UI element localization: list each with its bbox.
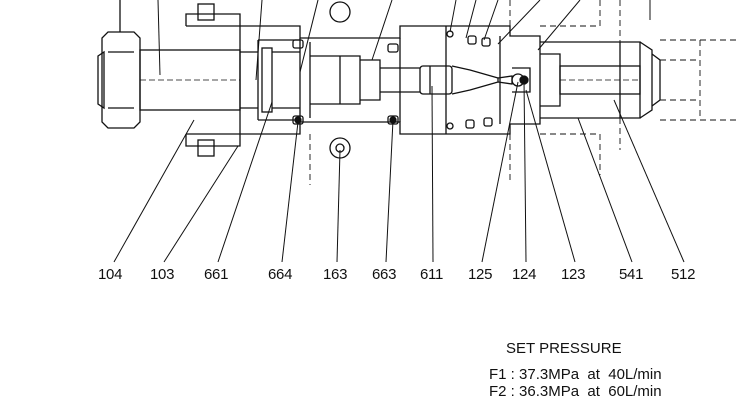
body-103 — [139, 3, 258, 157]
set-pressure-row-f2: F2 : 36.3MPa at 60L/min — [489, 383, 662, 400]
part-label-163: 163 — [323, 266, 348, 283]
part-label-103: 103 — [150, 266, 175, 283]
part-label-611: 611 — [420, 266, 444, 283]
set-pressure-title: SET PRESSURE — [506, 340, 622, 357]
part-label-541: 541 — [619, 266, 644, 283]
part-label-661: 661 — [204, 266, 229, 283]
mounting-outline — [309, 0, 740, 185]
part-label-512: 512 — [671, 266, 696, 283]
housing — [186, 25, 447, 135]
plug-104 — [97, 0, 141, 129]
part-label-663: 663 — [372, 266, 397, 283]
part-label-124: 124 — [512, 266, 537, 283]
part-label-104: 104 — [98, 266, 123, 283]
top-leaders — [157, 0, 651, 81]
part-label-664: 664 — [268, 266, 293, 283]
poppet — [419, 65, 531, 95]
bottom-leaders — [113, 79, 685, 263]
part-label-125: 125 — [468, 266, 493, 283]
set-pressure-row-f1: F1 : 37.3MPa at 40L/min — [489, 366, 662, 383]
part-label-123: 123 — [561, 266, 586, 283]
body-541 — [446, 25, 661, 135]
